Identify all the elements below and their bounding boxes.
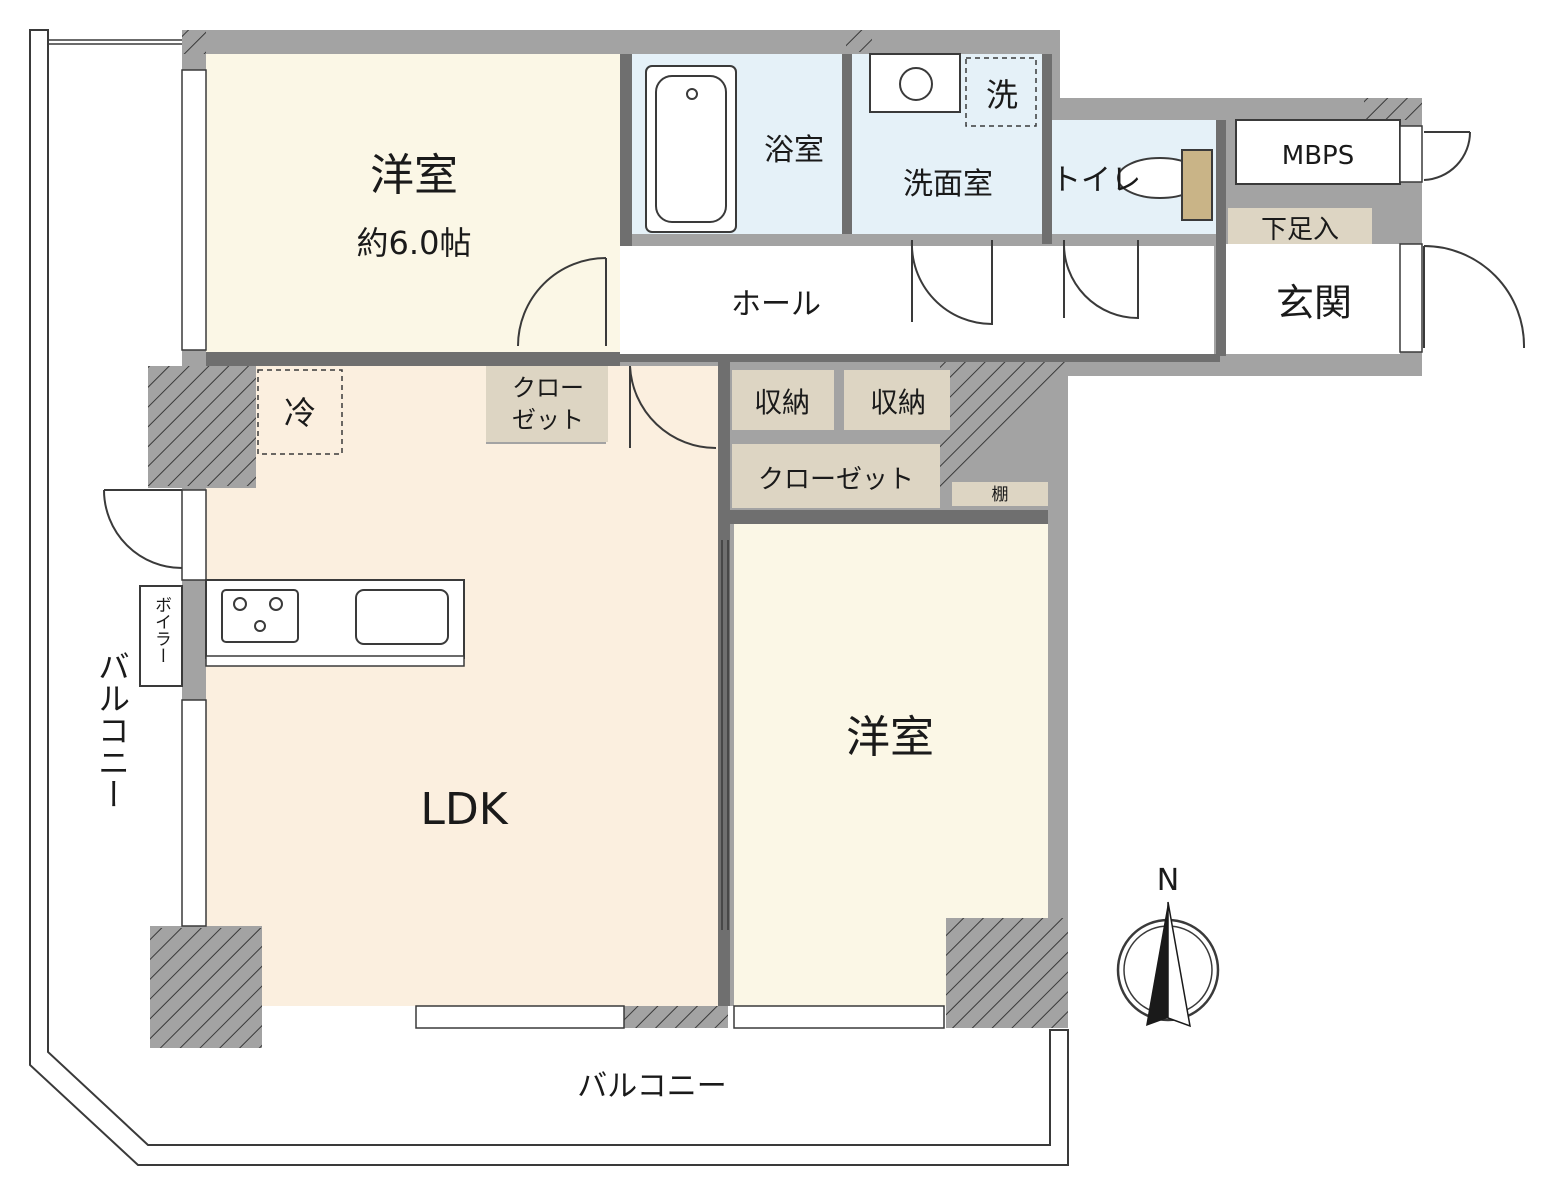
closet-small (486, 366, 608, 442)
window (181, 699, 207, 927)
balcony-bottom-label: バルコニー (577, 1069, 726, 1104)
window (1399, 125, 1423, 183)
fridge-label: 冷 (284, 394, 316, 432)
storage-2-label: 収納 (870, 386, 926, 419)
entrance (1226, 244, 1400, 354)
counter-edge (205, 655, 465, 667)
hatched-wall (1364, 98, 1422, 120)
hatched-column (150, 928, 262, 1048)
washbasin-icon (869, 53, 961, 113)
washer-space (965, 57, 1037, 127)
western-room-1-label: 洋室 (370, 150, 458, 201)
compass (1116, 901, 1220, 1028)
door (103, 489, 183, 569)
western-room-1 (206, 54, 620, 352)
wall (842, 54, 852, 234)
wall (730, 510, 1048, 524)
balcony-side-label: バルコニー (93, 650, 131, 810)
storage-1 (732, 370, 834, 430)
burner-icon (233, 597, 247, 611)
window (1399, 243, 1423, 353)
hall-label: ホール (731, 287, 821, 322)
toilet-tank-icon (1181, 149, 1213, 221)
shelf-label: 棚 (992, 485, 1009, 505)
kitchen-counter (205, 579, 465, 659)
north-label: N (1157, 863, 1179, 898)
burner-icon (254, 620, 266, 632)
drain-icon (686, 88, 698, 100)
window (415, 1005, 625, 1029)
door (910, 239, 993, 326)
closet-2 (732, 444, 940, 508)
door (517, 257, 607, 347)
shoe-storage-label: 下足入 (1261, 215, 1339, 245)
window (181, 69, 207, 351)
wall (206, 352, 620, 366)
wall (718, 354, 730, 1006)
hatched-wall (940, 358, 1068, 488)
storage-1-label: 収納 (754, 386, 810, 419)
washroom-label: 洗面室 (903, 167, 993, 202)
boiler-label: ボイラー (151, 596, 171, 664)
hatched-column (946, 918, 1068, 1028)
closet-2-label: クローゼット (758, 465, 914, 495)
door (1423, 245, 1526, 349)
wall (1216, 120, 1226, 356)
window (733, 1005, 945, 1029)
wall (1042, 54, 1052, 244)
storage-2 (844, 370, 950, 430)
washbasin-bowl-icon (899, 67, 933, 101)
entrance-label: 玄関 (1276, 281, 1352, 325)
ldk (206, 366, 718, 1006)
north-needle-icon (1146, 902, 1168, 1026)
hatched-column (148, 366, 256, 486)
door (1062, 240, 1139, 320)
shoe-storage (1228, 208, 1372, 244)
sink-icon (355, 589, 449, 645)
western-room-2 (734, 524, 1048, 1006)
wall (620, 54, 632, 246)
toilet-label: トイレ (1051, 163, 1141, 198)
hatched-wall (182, 30, 206, 54)
door (1423, 131, 1472, 181)
western-room-1-size: 約6.0帖 (357, 224, 472, 262)
shelf (952, 482, 1048, 506)
closet-small-label-1: クロー (512, 374, 584, 402)
balcony-outline (29, 29, 1069, 1166)
mbps-label: MBPS (1282, 141, 1354, 171)
bathroom-label: 浴室 (764, 133, 824, 168)
window (181, 489, 207, 581)
fridge-space (257, 369, 343, 455)
hatched-wall (846, 30, 872, 52)
washer-label: 洗 (986, 76, 1018, 114)
wall (620, 354, 1220, 362)
closet-small-label-2: ゼット (512, 406, 584, 434)
western-room-2-label: 洋室 (846, 712, 934, 763)
bathtub-basin-icon (655, 75, 727, 223)
burner-icon (269, 597, 283, 611)
ldk-label: LDK (420, 784, 508, 835)
door (629, 365, 717, 450)
boiler-box (139, 585, 183, 687)
bathtub-icon (645, 65, 737, 233)
hall (620, 246, 1214, 354)
stove-icon (221, 589, 299, 643)
hatched-wall (624, 1006, 728, 1028)
